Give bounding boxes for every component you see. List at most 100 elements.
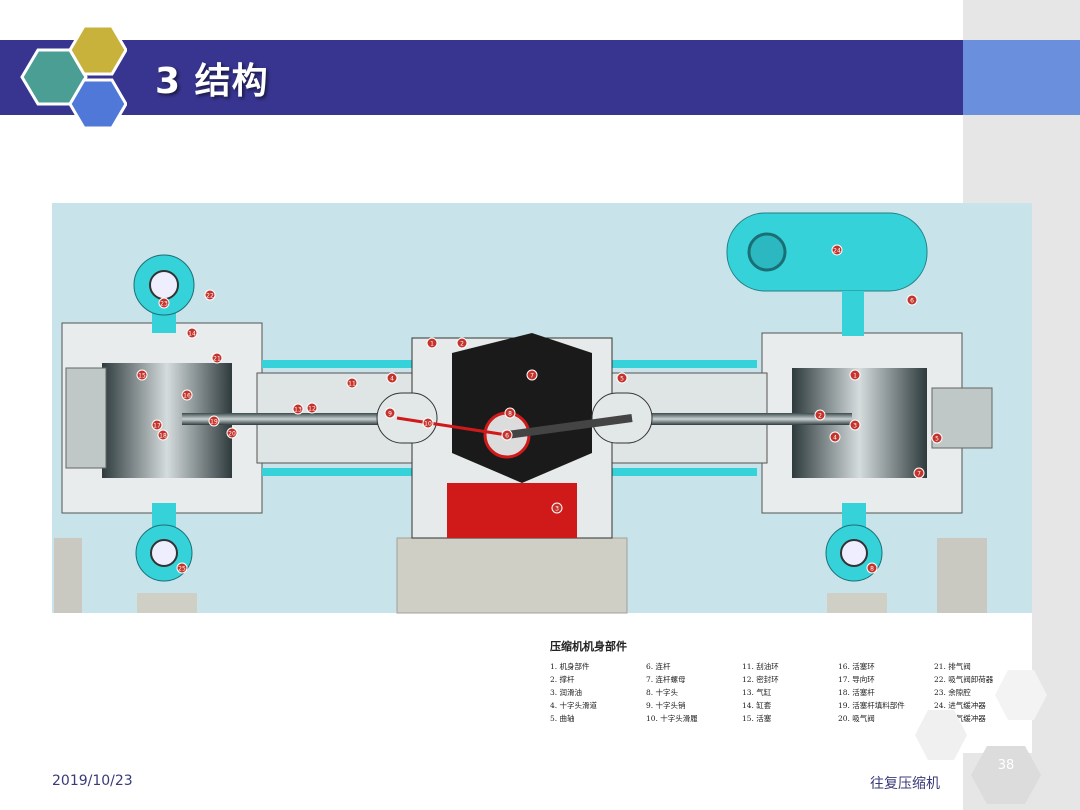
callout-label: 8 <box>870 566 874 573</box>
callout-marker <box>226 427 238 439</box>
legend-column: 21. 排气阀 22. 吸气阀卸荷器 23. 余隙腔 24. 进气缓冲器 25.… <box>934 660 1030 725</box>
legend-item: 20. 吸气阀 <box>838 714 875 723</box>
callout-label: 3 <box>555 506 559 513</box>
intake-buffer-tank <box>726 212 928 292</box>
callout-marker <box>176 562 188 574</box>
callout-label: 18 <box>159 433 167 440</box>
legend-item: 1. 机身部件 <box>550 662 590 671</box>
callout-marker <box>151 419 163 431</box>
callout-marker <box>158 297 170 309</box>
legend-item: 14. 缸套 <box>742 701 772 710</box>
legend-item: 17. 导向环 <box>838 675 875 684</box>
callout-marker <box>181 389 193 401</box>
center-foundation <box>396 537 628 614</box>
callout-label: 17 <box>153 423 161 430</box>
legend-item: 24. 进气缓冲器 <box>934 701 986 710</box>
left-foundation <box>54 538 82 613</box>
callout-label: 15 <box>138 373 146 380</box>
callout-marker <box>906 294 918 306</box>
callout-label: 14 <box>188 331 196 338</box>
callout-label: 8 <box>508 411 512 418</box>
page-number: 38 <box>997 758 1015 773</box>
callout-marker <box>208 415 220 427</box>
footer-title: 往复压缩机 <box>870 776 940 792</box>
callout-label: 5 <box>620 376 624 383</box>
legend-column: 6. 连杆 7. 连杆螺母 8. 十字头 9. 十字头销 10. 十字头滑履 <box>646 660 742 725</box>
legend-item: 12. 密封环 <box>742 675 779 684</box>
legend-item: 8. 十字头 <box>646 688 679 697</box>
legend-item: 2. 撑杆 <box>550 675 575 684</box>
callout-label: 2 <box>460 341 464 348</box>
callout-label: 25 <box>178 566 186 573</box>
legend-item: 13. 气缸 <box>742 688 772 697</box>
callout-label: 6 <box>910 298 914 305</box>
callout-marker <box>849 419 861 431</box>
legend-item: 9. 十字头销 <box>646 701 686 710</box>
callout-marker <box>386 372 398 384</box>
legend-column: 16. 活塞环 17. 导向环 18. 活塞杆 19. 活塞杆填料部件 20. … <box>838 660 934 725</box>
callout-marker <box>551 502 563 514</box>
callout-marker <box>831 244 843 256</box>
callout-label: 3 <box>853 423 857 430</box>
right-foundation <box>937 538 987 613</box>
callout-marker <box>292 403 304 415</box>
legend-item: 21. 排气阀 <box>934 662 971 671</box>
callout-marker <box>849 369 861 381</box>
legend-item: 5. 曲轴 <box>550 714 575 723</box>
legend-item: 25. 排气缓冲器 <box>934 714 986 723</box>
callout-marker <box>306 402 318 414</box>
callout-marker <box>346 377 358 389</box>
hexagon-logo-icon <box>20 24 127 130</box>
callout-marker <box>157 429 169 441</box>
callout-label: 4 <box>833 435 837 442</box>
callout-label: 5 <box>935 436 939 443</box>
legend-item: 23. 余隙腔 <box>934 688 971 697</box>
legend-columns: 1. 机身部件 2. 撑杆 3. 润滑油 4. 十字头滑道 5. 曲轴 6. 连… <box>550 660 1030 725</box>
legend-item: 15. 活塞 <box>742 714 772 723</box>
callout-marker <box>829 431 841 443</box>
legend-item: 4. 十字头滑道 <box>550 701 598 710</box>
title-bar-accent <box>963 40 1080 115</box>
footer-date: 2019/10/23 <box>52 773 133 789</box>
legend-item: 19. 活塞杆填料部件 <box>838 701 905 710</box>
callout-label: 4 <box>390 376 394 383</box>
callout-marker <box>501 429 513 441</box>
callout-marker <box>504 407 516 419</box>
legend-title: 压缩机机身部件 <box>550 640 627 653</box>
callout-label: 24 <box>833 248 841 255</box>
callout-label: 13 <box>294 407 302 414</box>
page-number-hexagon-icon <box>971 746 1041 804</box>
callout-marker <box>426 337 438 349</box>
title-bar <box>0 40 963 115</box>
callout-label: 19 <box>210 419 218 426</box>
slide-title: 3 结构 <box>155 61 269 102</box>
decorative-hexagon-icon <box>995 670 1047 720</box>
callout-label: 20 <box>228 431 236 438</box>
callout-label: 10 <box>424 421 432 428</box>
callout-marker <box>211 352 223 364</box>
callout-label: 22 <box>206 293 214 300</box>
callout-marker <box>866 562 878 574</box>
legend-item: 11. 刮油环 <box>742 662 779 671</box>
callout-label: 7 <box>917 471 921 478</box>
callout-marker <box>186 327 198 339</box>
callout-marker <box>204 289 216 301</box>
callout-label: 2 <box>818 413 822 420</box>
callout-marker <box>814 409 826 421</box>
callout-label: 9 <box>388 411 392 418</box>
callout-label: 23 <box>160 301 168 308</box>
legend-item: 22. 吸气阀卸荷器 <box>934 675 994 684</box>
callout-label: 7 <box>530 373 534 380</box>
callout-marker <box>456 337 468 349</box>
callout-label: 11 <box>348 381 356 388</box>
callout-label: 16 <box>183 393 191 400</box>
callout-label: 21 <box>213 356 221 363</box>
callout-marker <box>616 372 628 384</box>
legend-item: 10. 十字头滑履 <box>646 714 698 723</box>
callout-label: 1 <box>430 341 434 348</box>
legend-column: 11. 刮油环 12. 密封环 13. 气缸 14. 缸套 15. 活塞 <box>742 660 838 725</box>
decorative-hexagon-icon <box>915 710 967 760</box>
callout-marker <box>136 369 148 381</box>
